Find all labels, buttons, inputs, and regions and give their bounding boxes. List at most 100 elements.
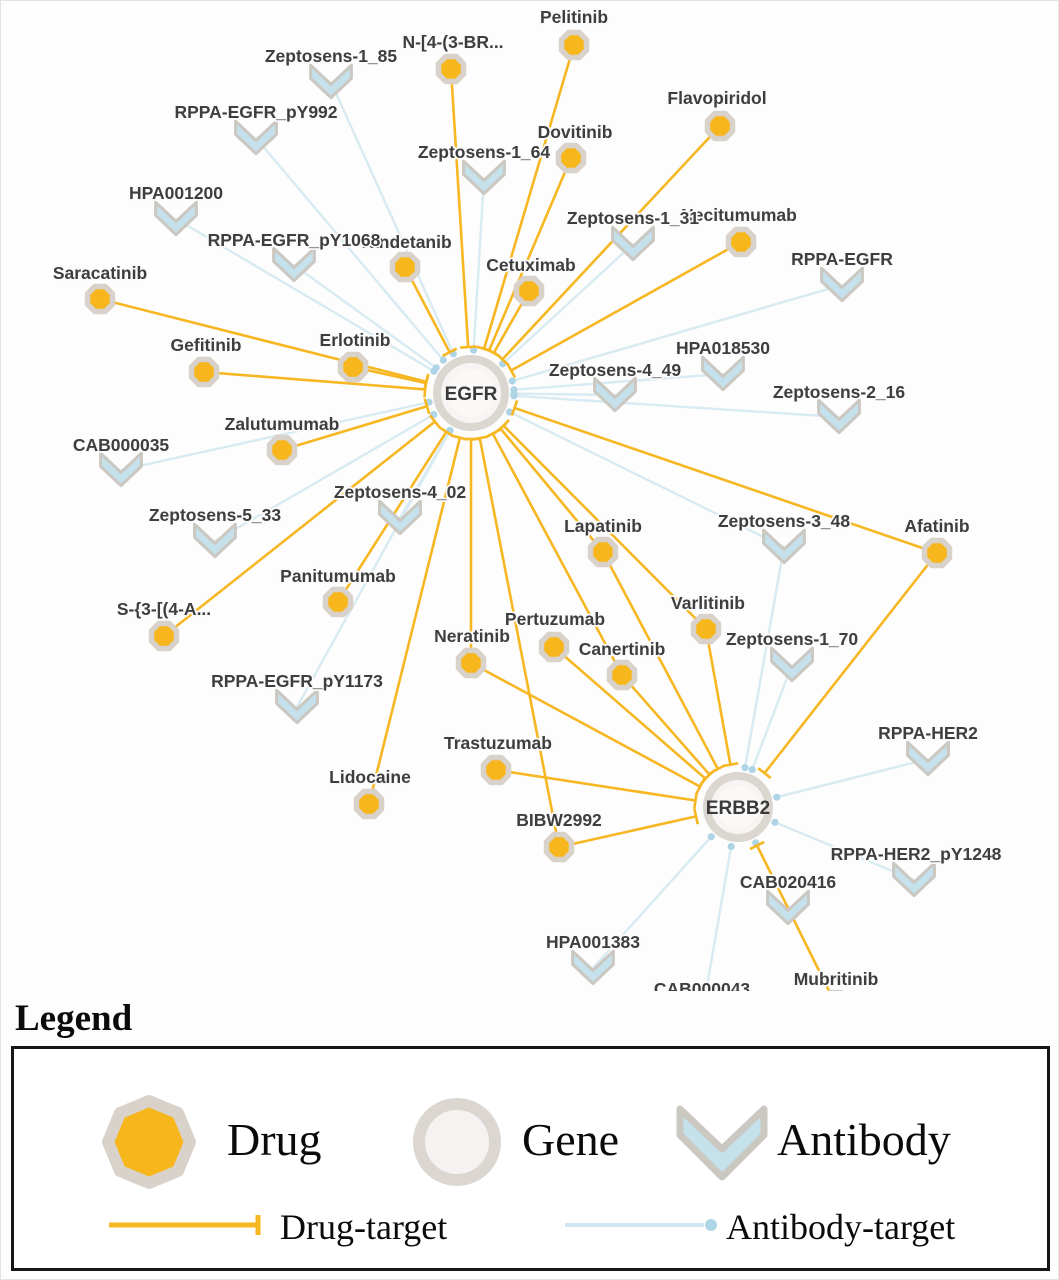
node-rppa_egfr_py1068[interactable] bbox=[272, 246, 316, 283]
drug-target-edge bbox=[403, 266, 451, 353]
node-zeptosens_4_02[interactable] bbox=[378, 499, 422, 536]
node-rppa_her2[interactable] bbox=[906, 740, 950, 777]
node-cab020416[interactable] bbox=[766, 889, 810, 926]
drug-target-edge bbox=[704, 628, 732, 765]
node-zeptosens_1_31[interactable] bbox=[611, 225, 655, 262]
node-label-rppa_egfr_py1173: RPPA-EGFR_pY1173 bbox=[211, 671, 383, 691]
node-canertinib[interactable] bbox=[606, 659, 638, 691]
nodes-layer: EGFR ERBB2 bbox=[84, 29, 953, 991]
antibody-target-edge-dot bbox=[469, 346, 478, 354]
drug-target-edge bbox=[499, 427, 605, 553]
node-rppa_her2_py1248[interactable] bbox=[892, 861, 936, 898]
node-lapatinib[interactable] bbox=[587, 536, 619, 568]
node-label-zalutumumab: Zalutumumab bbox=[225, 414, 340, 434]
node-panitumumab[interactable] bbox=[322, 586, 354, 618]
node-rppa_egfr_py992[interactable] bbox=[234, 119, 278, 156]
node-zeptosens_5_33[interactable] bbox=[193, 522, 237, 559]
drug-target-edge-tee bbox=[428, 414, 441, 429]
node-trastuzumab[interactable] bbox=[480, 754, 512, 786]
node-label-zeptosens_3_48: Zeptosens-3_48 bbox=[718, 511, 851, 531]
node-label-hpa018530: HPA018530 bbox=[676, 338, 770, 358]
node-cetuximab[interactable] bbox=[513, 275, 545, 307]
node-pertuzumab[interactable] bbox=[538, 631, 570, 663]
antibody-target-edge bbox=[776, 757, 929, 799]
antibody-target-edge-dot bbox=[741, 764, 749, 772]
node-rppa_egfr_py1173[interactable] bbox=[275, 688, 319, 725]
antibody-chevron-icon bbox=[817, 398, 861, 435]
antibody-chevron-icon bbox=[766, 889, 810, 926]
antibody-target-edge-dot bbox=[748, 766, 756, 774]
drug-target-edge bbox=[449, 68, 470, 348]
drug-target-edge bbox=[203, 370, 426, 391]
antibody-target-edge-icon bbox=[562, 1213, 722, 1242]
node-varlitinib[interactable] bbox=[690, 613, 722, 645]
node-hpa001200[interactable] bbox=[154, 200, 198, 237]
node-cab000035[interactable] bbox=[99, 451, 143, 488]
antibody-chevron-icon bbox=[154, 200, 198, 237]
node-label-rppa_her2: RPPA-HER2 bbox=[878, 723, 978, 743]
legend-drug-label: Drug bbox=[227, 1114, 322, 1165]
node-vandetanib[interactable] bbox=[389, 251, 421, 283]
node-saracatinib[interactable] bbox=[84, 283, 116, 315]
gene-name: ERBB2 bbox=[706, 798, 770, 819]
labels-layer: PelitinibN-[4-(3-BR...FlavopiridolDoviti… bbox=[51, 5, 1003, 991]
node-bibw2992[interactable] bbox=[543, 831, 575, 863]
node-hpa001383[interactable] bbox=[571, 949, 615, 986]
node-erlotinib[interactable] bbox=[337, 351, 369, 383]
node-gefitinib[interactable] bbox=[188, 356, 220, 388]
drug-target-edge-tee bbox=[757, 767, 772, 780]
node-label-zeptosens_4_02: Zeptosens-4_02 bbox=[334, 482, 467, 502]
legend-antibody-target-label: Antibody-target bbox=[726, 1207, 956, 1247]
drug-target-edge bbox=[367, 437, 462, 805]
node-label-hpa001200: HPA001200 bbox=[129, 183, 223, 203]
node-zeptosens_1_70[interactable] bbox=[770, 646, 814, 683]
drug-target-edge-tee bbox=[506, 362, 517, 379]
drug-octagon-icon bbox=[543, 831, 575, 863]
node-dovitinib[interactable] bbox=[555, 142, 587, 174]
node-pelitinib[interactable] bbox=[558, 29, 590, 61]
node-label-pelitinib: Pelitinib bbox=[540, 7, 608, 27]
antibody-chevron-icon bbox=[234, 119, 278, 156]
drug-target-edge bbox=[281, 405, 428, 452]
node-egfr[interactable]: EGFR bbox=[433, 355, 509, 431]
node-label-saracatinib: Saracatinib bbox=[53, 263, 147, 283]
node-label-cab000043: CAB000043 bbox=[654, 979, 751, 991]
drug-octagon-icon bbox=[84, 283, 116, 315]
node-lidocaine[interactable] bbox=[353, 788, 385, 820]
antibody-chevron-icon bbox=[309, 63, 353, 100]
antibody-target-edge bbox=[175, 217, 435, 373]
node-neratinib[interactable] bbox=[455, 647, 487, 679]
node-zeptosens_3_48[interactable] bbox=[762, 528, 806, 565]
drug-octagon-icon bbox=[921, 537, 953, 569]
node-zeptosens_2_16[interactable] bbox=[817, 398, 861, 435]
drug-target-edge-tee bbox=[722, 761, 739, 768]
antibody-target-edge-dot bbox=[727, 842, 735, 851]
node-necitumumab[interactable] bbox=[725, 226, 757, 258]
node-afatinib[interactable] bbox=[921, 537, 953, 569]
node-label-bibw2992: BIBW2992 bbox=[516, 810, 602, 830]
antibody-target-edge-dot bbox=[508, 377, 516, 385]
node-s3_4a[interactable] bbox=[148, 620, 180, 652]
node-zeptosens_1_85[interactable] bbox=[309, 63, 353, 100]
node-erbb2[interactable]: ERBB2 bbox=[703, 772, 773, 842]
antibody-target-edge-dot bbox=[432, 364, 440, 372]
antibody-target-edge bbox=[774, 821, 915, 882]
drug-octagon-icon bbox=[435, 53, 467, 85]
node-rppa_egfr[interactable] bbox=[820, 266, 864, 303]
drug-octagon-icon bbox=[480, 754, 512, 786]
drug-target-edge bbox=[553, 646, 707, 780]
node-label-canertinib: Canertinib bbox=[579, 639, 666, 659]
node-zeptosens_1_64[interactable] bbox=[462, 159, 506, 196]
node-flavopiridol[interactable] bbox=[704, 110, 736, 142]
node-label-pertuzumab: Pertuzumab bbox=[505, 609, 605, 629]
antibody-target-edge bbox=[501, 243, 634, 365]
drug-target-edge-tee bbox=[423, 398, 431, 415]
node-n4_3br[interactable] bbox=[435, 53, 467, 85]
node-zeptosens_4_49[interactable] bbox=[593, 376, 637, 413]
drug-octagon-icon bbox=[606, 659, 638, 691]
drug-target-edge bbox=[510, 240, 742, 372]
drug-octagon-icon bbox=[725, 226, 757, 258]
drug-target-edge bbox=[470, 661, 701, 788]
node-hpa018530[interactable] bbox=[701, 355, 745, 392]
node-zalutumumab[interactable] bbox=[266, 434, 298, 466]
